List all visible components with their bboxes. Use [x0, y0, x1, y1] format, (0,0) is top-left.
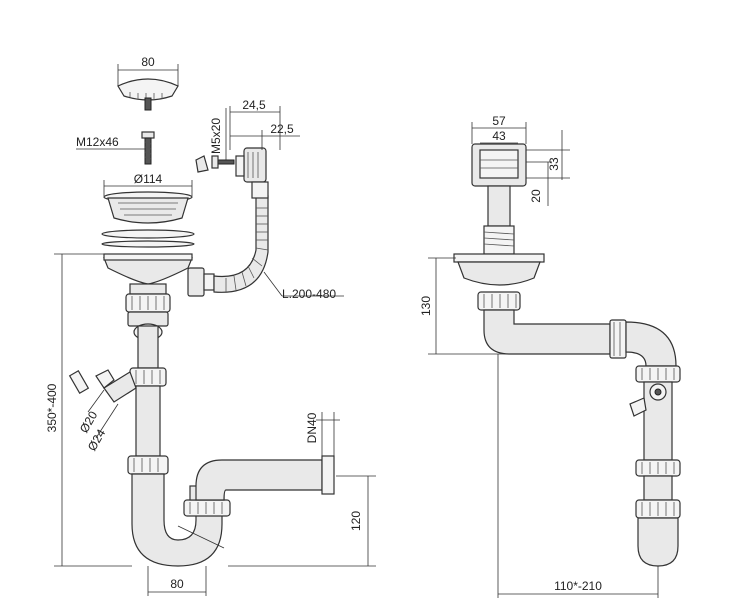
dim-trap-width: 80 — [170, 577, 184, 591]
dim-side-height: 130 — [419, 296, 433, 316]
side-vertical-pipe — [629, 381, 681, 567]
dim-strainer-top: 80 — [141, 55, 155, 69]
gasket — [101, 229, 195, 239]
dim-side-reach: 110*-210 — [554, 579, 602, 593]
dim-hose-length: L.200-480 — [282, 287, 336, 301]
overflow-head — [195, 147, 269, 199]
sink-outlet-body — [103, 253, 193, 313]
dim-overflow-width-2: 22,5 — [270, 122, 294, 136]
outlet-pipe — [195, 455, 335, 501]
side-inlet — [68, 369, 137, 403]
side-horizontal-pipe — [483, 309, 681, 383]
overflow-box — [471, 143, 527, 255]
screw — [141, 131, 155, 165]
dim-overflow-screw: M5x20 — [209, 118, 223, 154]
dim-overflow-box-height: 33 — [547, 157, 561, 171]
dim-outlet-dn: DN40 — [305, 412, 319, 443]
overflow-connector — [187, 267, 205, 297]
dim-overflow-box-offset: 20 — [529, 189, 543, 203]
dim-overflow-width-1: 24,5 — [242, 98, 266, 112]
dim-overflow-box-inner: 43 — [492, 129, 506, 143]
dim-overflow-box-width: 57 — [492, 114, 506, 128]
overflow-hose — [213, 195, 269, 293]
dim-total-height: 350*-400 — [45, 383, 59, 432]
dim-screw-spec: M12x46 — [76, 135, 119, 149]
side-sink-outlet — [453, 253, 545, 311]
dim-basket-diameter: Ø114 — [134, 172, 163, 186]
gasket-2 — [101, 240, 195, 248]
dim-outlet-height: 120 — [349, 511, 363, 531]
basket-strainer — [103, 180, 193, 224]
vertical-pipe — [127, 311, 169, 475]
strainer-cap — [117, 78, 179, 111]
